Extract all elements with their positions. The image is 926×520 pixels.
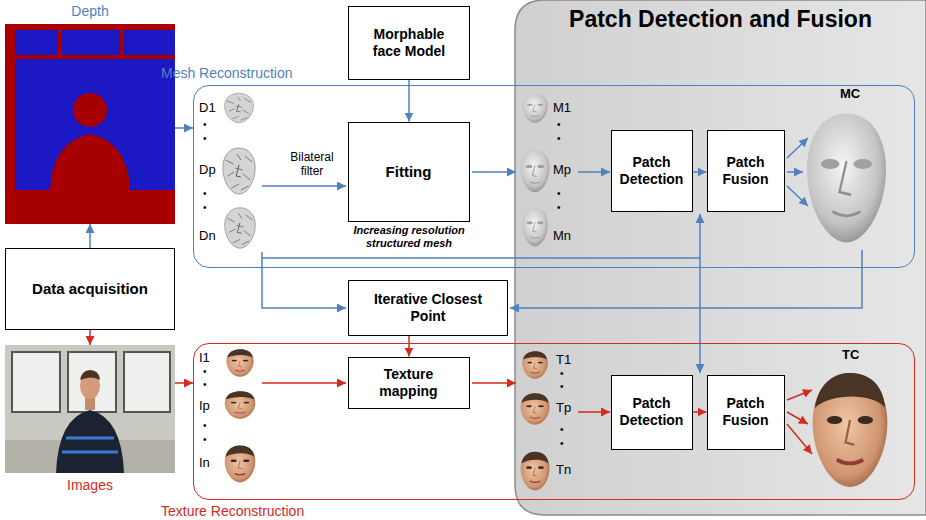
process-box: Data acquisition <box>5 248 175 330</box>
depth-image: Depth <box>5 24 175 224</box>
callout-label: Bilateral filter <box>280 150 344 179</box>
ellipsis-dot: • <box>203 420 207 432</box>
box-label: Patch Fusion <box>713 154 779 188</box>
model-box: Morphable face Model <box>348 6 470 80</box>
connector <box>693 171 707 173</box>
ellipsis-dot: • <box>203 119 207 131</box>
depth-picture <box>5 24 175 224</box>
callout-label: T1 <box>556 352 571 368</box>
ellipsis-dot: • <box>203 366 207 378</box>
callout-label: Dn <box>199 228 216 244</box>
heading-label: Images <box>5 477 175 493</box>
callout-label: D1 <box>199 100 216 116</box>
process-box: Patch Fusion <box>707 375 785 450</box>
heading-label: Depth <box>5 3 175 19</box>
connector <box>89 224 91 248</box>
callout-label: In <box>199 455 210 471</box>
camera-image: Images <box>5 345 175 473</box>
box-label: Iterative Closest Point <box>358 291 498 325</box>
callout-label: Ip <box>199 398 210 414</box>
box-label: Fitting <box>386 163 432 181</box>
ellipsis-dot: • <box>203 202 207 214</box>
ellipsis-dot: • <box>560 368 564 380</box>
ellipsis-dot: • <box>560 424 564 436</box>
callout-label: Mn <box>553 228 571 244</box>
ellipsis-dot: • <box>203 133 207 145</box>
callout-label: Dp <box>199 162 216 178</box>
heading-label: Patch Detection and Fusion <box>515 6 926 33</box>
connector <box>693 411 707 413</box>
connector <box>408 80 410 122</box>
callout-label: Tn <box>556 462 571 478</box>
process-box: Fitting <box>348 122 470 222</box>
process-box: Iterative Closest Point <box>348 280 508 336</box>
heading-label: Texture Reconstruction <box>161 503 304 519</box>
callout-label: M1 <box>553 100 571 116</box>
camera-picture <box>5 345 175 473</box>
ellipsis-dot: • <box>203 188 207 200</box>
connector <box>175 127 193 129</box>
ellipsis-dot: • <box>560 381 564 393</box>
callout-label: Mp <box>553 162 571 178</box>
box-label: Patch Detection <box>617 154 687 188</box>
callout-label: Increasing resolution structured mesh <box>336 224 482 250</box>
process-box: Patch Fusion <box>707 130 785 212</box>
box-label: Patch Fusion <box>713 395 779 429</box>
connector <box>175 382 193 384</box>
process-box: Texture mapping <box>348 357 470 409</box>
heading-label: Mesh Reconstruction <box>161 65 293 81</box>
ellipsis-dot: • <box>557 119 561 131</box>
connector <box>89 330 91 345</box>
box-label: Patch Detection <box>617 395 687 429</box>
texture-thumbnails <box>222 348 894 492</box>
connector <box>408 336 410 357</box>
callout-label: TC <box>842 347 859 363</box>
process-box: Patch Detection <box>611 375 693 450</box>
ellipsis-dot: • <box>557 188 561 200</box>
scan-thumbnails <box>223 93 255 248</box>
process-box: Patch Detection <box>611 130 693 212</box>
ellipsis-dot: • <box>560 438 564 450</box>
mesh-thumbnails <box>521 93 886 246</box>
box-label: Data acquisition <box>32 280 148 298</box>
ellipsis-dot: • <box>557 133 561 145</box>
callout-label: Tp <box>556 400 571 416</box>
callout-label: MC <box>840 86 860 102</box>
ellipsis-dot: • <box>203 379 207 391</box>
box-label: Texture mapping <box>359 366 459 400</box>
box-label: Morphable face Model <box>371 26 447 60</box>
ellipsis-dot: • <box>557 202 561 214</box>
ellipsis-dot: • <box>203 434 207 446</box>
pipeline-region: Texture ReconstructionTexture mappingPat… <box>193 343 915 500</box>
callout-label: I1 <box>199 350 210 366</box>
